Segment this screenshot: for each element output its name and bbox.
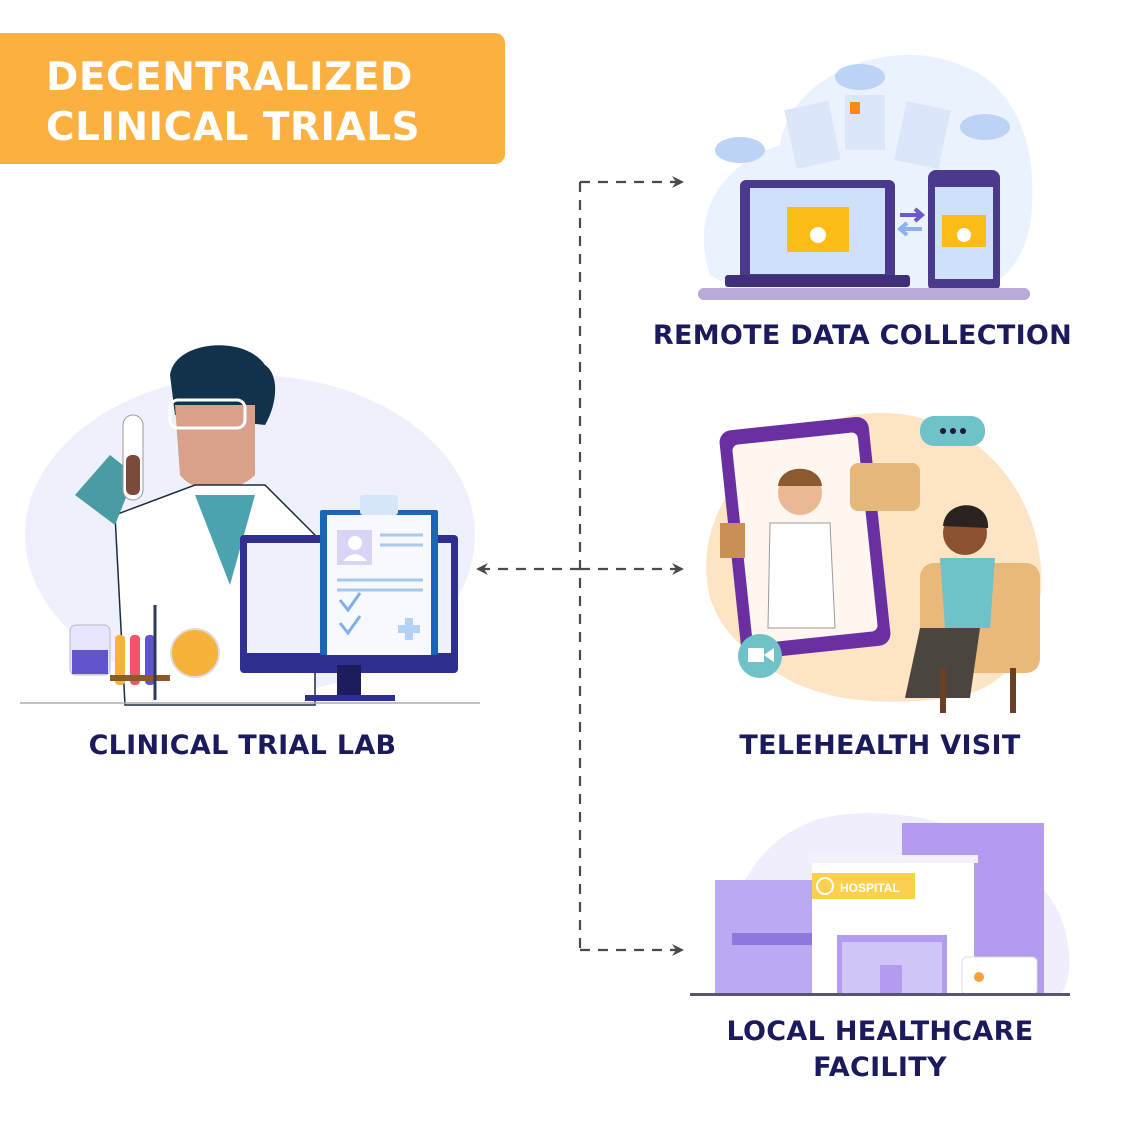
title-line-1: DECENTRALIZED [46,55,413,100]
video-call-doctor-patient-icon [690,398,1060,723]
node-label-hospital-line2: FACILITY [813,1052,947,1083]
title-banner [0,33,505,164]
hub-label: CLINICAL TRIAL LAB [88,730,397,761]
laptop-phone-data-transfer-icon [690,35,1050,305]
node-label-telehealth: TELEHEALTH VISIT [739,730,1021,761]
node-label-hospital-line1: LOCAL HEALTHCARE [726,1016,1034,1047]
node-label-remote-data: REMOTE DATA COLLECTION [652,320,1073,351]
title-line-2: CLINICAL TRIALS [46,105,421,150]
hospital-building-icon: HOSPITAL [690,805,1080,1000]
scientist-lab-icon [15,335,485,715]
hospital-sign: HOSPITAL [840,881,900,895]
